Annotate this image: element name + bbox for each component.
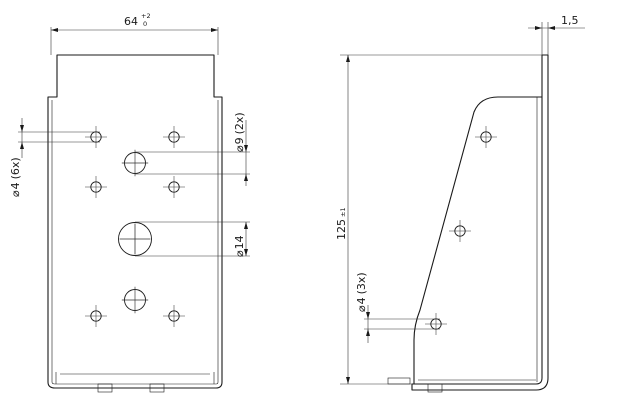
dimension-thickness: 1,5 — [528, 14, 585, 55]
hole-small — [424, 312, 448, 336]
width-tol-lower: 0 — [143, 20, 147, 28]
hole-small — [84, 125, 108, 149]
hole-medium-symbol: ⌀ — [233, 145, 246, 152]
width-value: 64 — [124, 15, 138, 28]
hole-small — [84, 175, 108, 199]
side-view-back-plate — [411, 54, 549, 391]
front-view-tab-right — [149, 383, 165, 393]
svg-text:⌀9(2x): ⌀9 (2x) — [233, 112, 246, 152]
hole-small — [162, 304, 186, 328]
hole-medium-value: 9 — [233, 137, 246, 144]
height-tol: ±1 — [339, 207, 347, 217]
front-view-tab-left — [97, 383, 113, 393]
side-view-side-flange — [413, 96, 542, 384]
hole-small-side-count: (3x) — [355, 272, 368, 294]
hole-large — [118, 222, 152, 256]
hole-small-side-symbol: ⌀ — [355, 305, 368, 312]
hole-medium — [121, 149, 149, 177]
hole-small-front-value: 4 — [9, 182, 22, 189]
dimension-hole-large: ⌀14 — [135, 221, 250, 257]
width-tol-upper: +2 — [141, 12, 151, 20]
svg-text:⌀4(6x): ⌀4 (6x) — [9, 157, 22, 197]
svg-text:⌀14: ⌀14 — [233, 235, 246, 257]
hole-large-value: 14 — [233, 235, 246, 249]
side-view: 1,5 125 ±1 ⌀4 (3x) — [335, 14, 585, 393]
side-view-foot-tab — [387, 377, 411, 385]
dimension-hole-small-side: ⌀4 (3x) — [355, 272, 440, 343]
thickness-value: 1,5 — [561, 14, 579, 27]
hole-small-side-value: 4 — [355, 297, 368, 304]
height-value: 125 — [335, 219, 348, 240]
hole-small-front-count: (6x) — [9, 157, 22, 179]
hole-small — [448, 219, 472, 243]
hole-small-front-symbol: ⌀ — [9, 190, 22, 197]
front-view-inner-edge — [51, 100, 219, 385]
hole-medium-count: (2x) — [233, 112, 246, 134]
hole-small — [162, 125, 186, 149]
dimension-width: 64 +2 0 — [50, 12, 219, 55]
hole-small — [84, 304, 108, 328]
hole-large-symbol: ⌀ — [233, 250, 246, 257]
hole-small — [474, 125, 498, 149]
svg-text:⌀4(3x): ⌀4 (3x) — [355, 272, 368, 312]
dimension-hole-medium: ⌀9 (2x) — [135, 112, 250, 186]
front-view-outline — [47, 54, 223, 389]
front-view: 64 +2 0 ⌀4(6x) ⌀9(2x) — [9, 12, 250, 393]
dimension-hole-small-front: ⌀4 (6x) — [9, 118, 100, 197]
hole-medium — [121, 286, 149, 314]
dimension-height: 125 ±1 — [335, 54, 542, 385]
hole-small — [162, 175, 186, 199]
